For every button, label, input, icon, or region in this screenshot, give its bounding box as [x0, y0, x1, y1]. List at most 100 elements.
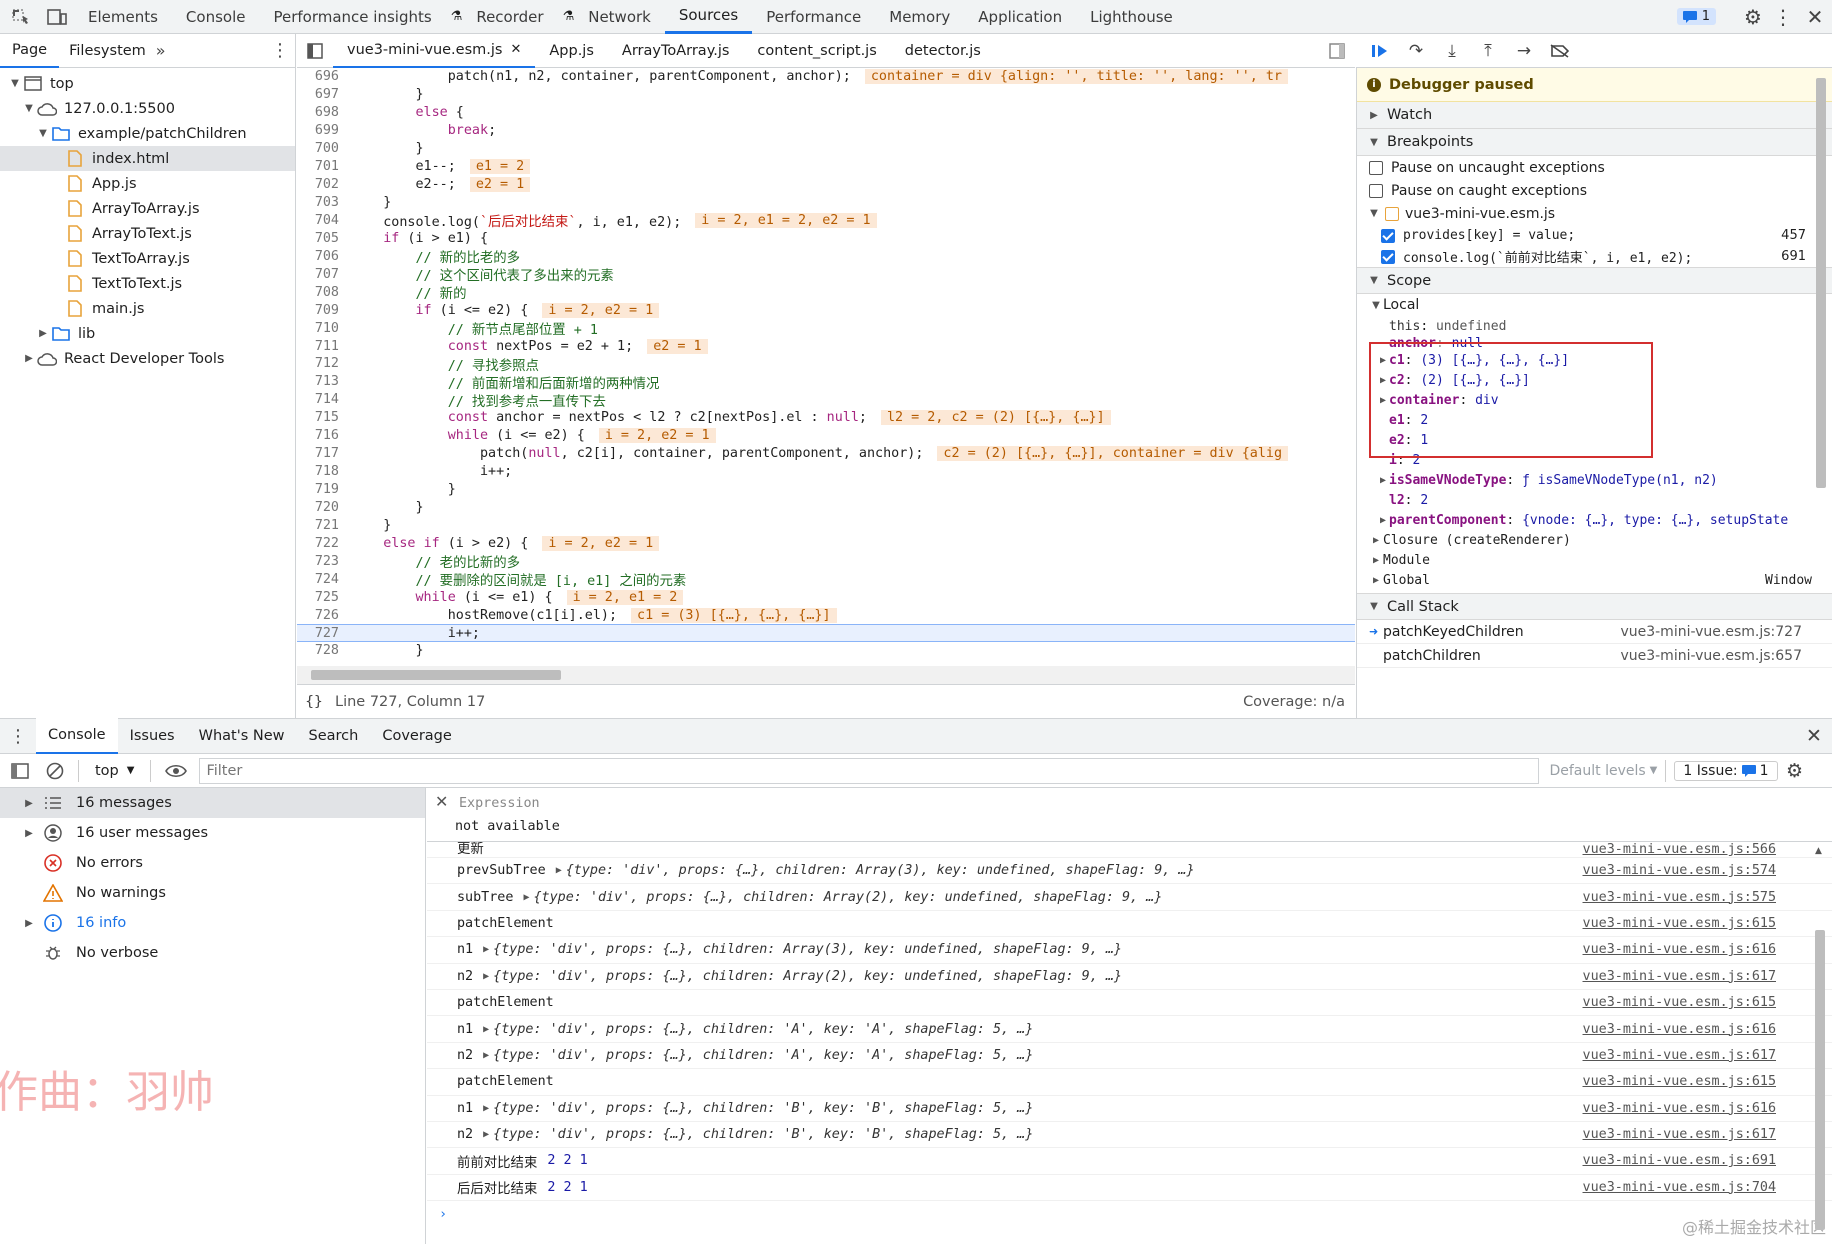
main-tab-recorder[interactable]: Recorder — [476, 7, 544, 26]
console-filter-item[interactable]: No verbose — [0, 938, 425, 968]
expand-triangle-icon[interactable]: ▶ — [523, 891, 530, 903]
code-line[interactable]: 723 // 老的比新的多 — [297, 552, 1355, 572]
message-source-link[interactable]: vue3-mini-vue.esm.js:617 — [1582, 1127, 1776, 1143]
step-icon[interactable]: → — [1516, 40, 1532, 61]
watch-section-header[interactable]: ▶Watch — [1357, 102, 1832, 129]
tab-filesystem[interactable]: Filesystem — [69, 42, 146, 59]
file-tab[interactable]: vue3-mini-vue.esm.js✕ — [333, 33, 536, 68]
pause-caught-checkbox[interactable]: Pause on caught exceptions — [1357, 179, 1832, 202]
drawer-tab-coverage[interactable]: Coverage — [382, 728, 452, 744]
scope-variable[interactable]: ▶parentComponent: {vnode: {…}, type: {…}… — [1357, 510, 1832, 530]
logged-object[interactable]: {type: 'div', props: {…}, children: Arra… — [493, 942, 1122, 958]
toggle-navigator-icon[interactable] — [297, 42, 333, 59]
scope-variable[interactable]: ▶container: div — [1357, 390, 1832, 410]
logged-object[interactable]: {type: 'div', props: {…}, children: 'B',… — [493, 1127, 1034, 1143]
code-line[interactable]: 725 while (i <= e1) {i = 2, e1 = 2 — [297, 588, 1355, 606]
line-number[interactable]: 699 — [314, 123, 339, 139]
tree-item[interactable]: ▶React Developer Tools — [0, 346, 295, 371]
code-line[interactable]: 703 } — [297, 194, 1355, 212]
console-filter-item[interactable]: No errors — [0, 848, 425, 878]
step-out-icon[interactable]: ⤒ — [1484, 40, 1492, 61]
step-into-icon[interactable]: ⤓ — [1448, 40, 1456, 61]
message-source-link[interactable]: vue3-mini-vue.esm.js:615 — [1582, 915, 1776, 931]
code-line[interactable]: 707 // 这个区间代表了多出来的元素 — [297, 265, 1355, 285]
line-number[interactable]: 717 — [314, 446, 339, 462]
console-filter-item[interactable]: ▶16 user messages — [0, 818, 425, 848]
code-line[interactable]: 727 i++; — [297, 624, 1355, 642]
line-number[interactable]: 709 — [314, 302, 339, 318]
main-tab-performance-insights[interactable]: Performance insights — [273, 7, 432, 26]
more-tabs-chevron-icon[interactable]: » — [155, 41, 166, 60]
breakpoint-file-group[interactable]: ▼ vue3-mini-vue.esm.js — [1357, 202, 1832, 225]
code-line[interactable]: 720 } — [297, 499, 1355, 517]
tree-item[interactable]: TextToArray.js — [0, 246, 295, 271]
console-prompt[interactable]: › — [439, 1206, 448, 1222]
scope-variable[interactable]: ▶isSameVNodeType: ƒ isSameVNodeType(n1, … — [1357, 470, 1832, 490]
file-tab[interactable]: ArrayToArray.js — [608, 34, 744, 68]
code-line[interactable]: 698 else { — [297, 104, 1355, 122]
code-line[interactable]: 722 else if (i > e2) {i = 2, e2 = 1 — [297, 534, 1355, 552]
line-number[interactable]: 697 — [314, 87, 339, 103]
tree-item[interactable]: index.html — [0, 146, 295, 171]
closure-scope[interactable]: ▶ Closure (createRenderer) — [1357, 530, 1832, 550]
console-vertical-scrollbar[interactable]: ▲ — [1812, 846, 1828, 1244]
local-scope-header[interactable]: ▼ Local — [1357, 294, 1832, 316]
logged-object[interactable]: {type: 'div', props: {…}, children: Arra… — [533, 889, 1163, 905]
line-number[interactable]: 696 — [314, 69, 339, 85]
issues-badge[interactable]: 1 — [1676, 8, 1716, 25]
main-tab-network[interactable]: Network — [588, 7, 651, 26]
tab-page[interactable]: Page — [0, 33, 60, 68]
device-toolbar-icon[interactable] — [40, 0, 74, 34]
message-source-link[interactable]: vue3-mini-vue.esm.js:704 — [1582, 1179, 1776, 1195]
line-number[interactable]: 708 — [314, 284, 339, 300]
console-settings-gear-icon[interactable]: ⚙ — [1786, 759, 1804, 782]
message-source-link[interactable]: vue3-mini-vue.esm.js:575 — [1582, 889, 1776, 905]
resume-icon[interactable] — [1366, 43, 1394, 59]
close-drawer-icon[interactable]: ✕ — [1806, 725, 1822, 747]
code-line[interactable]: 712 // 寻找参照点 — [297, 355, 1355, 374]
callstack-section-header[interactable]: ▼Call Stack — [1357, 593, 1832, 620]
line-number[interactable]: 704 — [314, 212, 339, 228]
line-number[interactable]: 710 — [314, 320, 339, 336]
console-filter-item[interactable]: No warnings — [0, 878, 425, 908]
close-icon[interactable]: ✕ — [1806, 4, 1824, 29]
line-number[interactable]: 724 — [314, 571, 339, 587]
tree-item[interactable]: ▼top — [0, 71, 295, 96]
line-number[interactable]: 700 — [314, 141, 339, 157]
code-line[interactable]: 726 hostRemove(c1[i].el);c1 = (3) [{…}, … — [297, 606, 1355, 624]
line-number[interactable]: 728 — [314, 643, 339, 659]
tree-item[interactable]: ▼127.0.0.1:5500 — [0, 96, 295, 121]
code-line[interactable]: 717 patch(null, c2[i], container, parent… — [297, 445, 1355, 463]
editor-horizontal-scrollbar[interactable] — [297, 666, 1355, 684]
line-number[interactable]: 716 — [314, 428, 339, 444]
expression-label[interactable]: Expression — [459, 796, 540, 811]
code-line[interactable]: 718 i++; — [297, 463, 1355, 481]
drawer-tab-what-s-new[interactable]: What's New — [198, 728, 285, 744]
logged-object[interactable]: {type: 'div', props: {…}, children: Arra… — [565, 863, 1195, 879]
inspect-element-icon[interactable] — [0, 0, 40, 34]
log-levels-dropdown[interactable]: Default levels ▼ — [1549, 763, 1657, 779]
line-number[interactable]: 715 — [314, 410, 339, 426]
code-line[interactable]: 705 if (i > e1) { — [297, 229, 1355, 247]
code-line[interactable]: 702 e2--;e2 = 1 — [297, 176, 1355, 194]
main-tab-console[interactable]: Console — [185, 7, 246, 26]
tree-item[interactable]: main.js — [0, 296, 295, 321]
drawer-tab-console[interactable]: Console — [36, 718, 118, 754]
scope-variable[interactable]: ▶c1: (3) [{…}, {…}, {…}] — [1357, 350, 1832, 370]
code-line[interactable]: 696 patch(n1, n2, container, parentCompo… — [297, 68, 1355, 86]
drawer-tab-search[interactable]: Search — [308, 728, 359, 744]
main-tab-elements[interactable]: Elements — [88, 7, 158, 26]
message-source-link[interactable]: vue3-mini-vue.esm.js:615 — [1582, 995, 1776, 1011]
pause-uncaught-checkbox[interactable]: Pause on uncaught exceptions — [1357, 156, 1832, 179]
breakpoints-section-header[interactable]: ▼Breakpoints — [1357, 129, 1832, 156]
tree-item[interactable]: ▶lib — [0, 321, 295, 346]
code-line[interactable]: 701 e1--;e1 = 2 — [297, 158, 1355, 176]
line-number[interactable]: 727 — [314, 625, 339, 641]
main-tab-memory[interactable]: Memory — [889, 7, 951, 26]
message-source-link[interactable]: vue3-mini-vue.esm.js:616 — [1582, 942, 1776, 958]
code-line[interactable]: 710 // 新节点尾部位置 + 1 — [297, 319, 1355, 339]
line-number[interactable]: 706 — [314, 248, 339, 264]
logged-object[interactable]: {type: 'div', props: {…}, children: 'B',… — [493, 1100, 1034, 1116]
